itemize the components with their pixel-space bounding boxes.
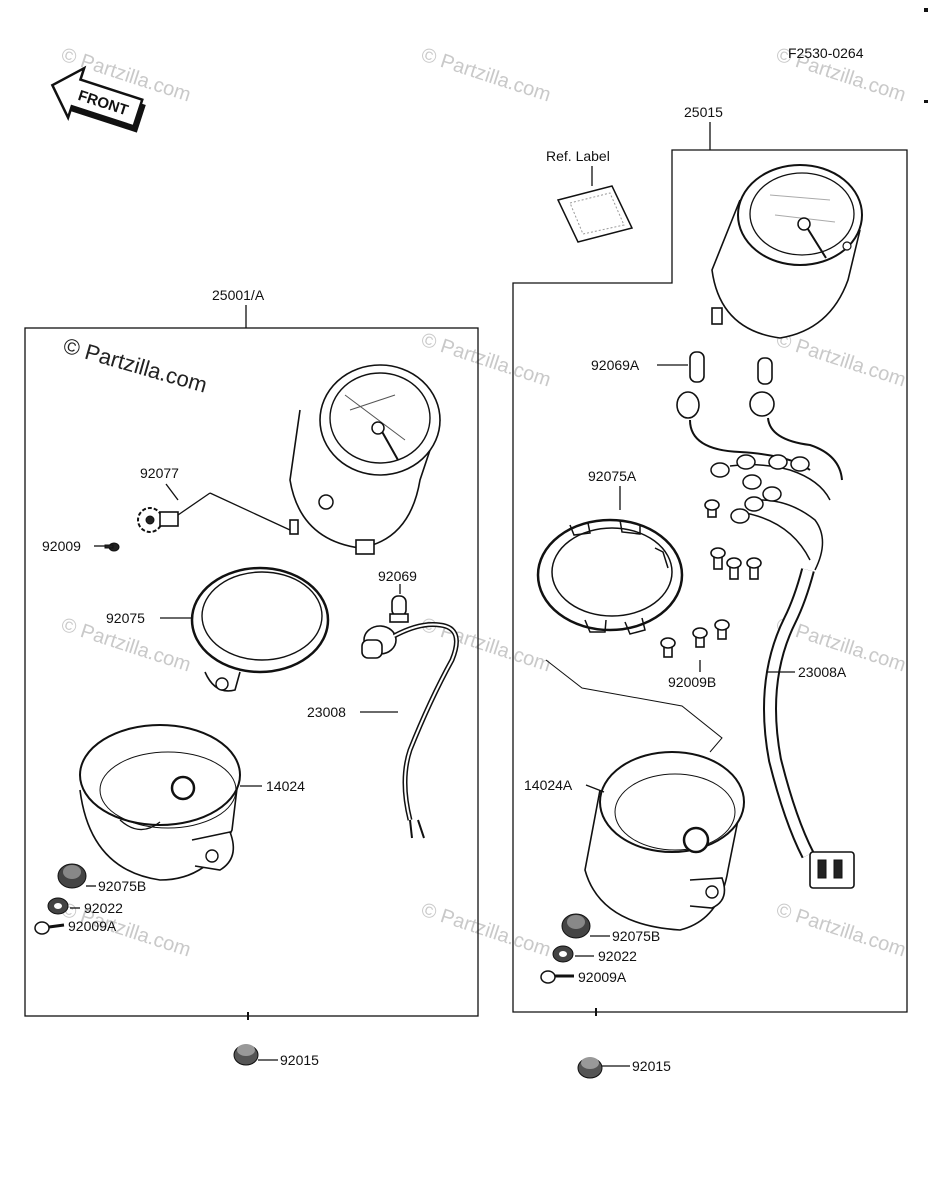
part-label-92075A: 92075A xyxy=(588,468,637,484)
corner-mark xyxy=(924,8,928,12)
part-label-23008A: 23008A xyxy=(798,664,847,680)
right-group-frame xyxy=(512,149,908,1013)
watermark: © Partzilla.com xyxy=(418,329,553,392)
screw-part xyxy=(104,542,120,552)
watermark-dark: © Partzilla.com xyxy=(61,333,210,398)
left-group-frame xyxy=(24,327,479,1017)
part-label-23008: 23008 xyxy=(307,704,346,720)
gauge-ring-part xyxy=(536,518,684,635)
grommet-part xyxy=(561,913,591,939)
part-label-92077: 92077 xyxy=(140,465,179,481)
part-label-92075B: 92075B xyxy=(612,928,660,944)
part-label-92015: 92015 xyxy=(632,1058,671,1074)
washer-part xyxy=(47,897,69,915)
ref-label-text: Ref. Label xyxy=(546,148,610,164)
cap-part xyxy=(577,1057,603,1079)
screw-group-part xyxy=(660,499,762,658)
part-label-14024A: 14024A xyxy=(524,777,573,793)
screw-part xyxy=(540,970,574,984)
washer-part xyxy=(552,945,574,963)
part-label-92009A: 92009A xyxy=(578,969,627,985)
watermark: © Partzilla.com xyxy=(418,44,553,107)
grommet-part xyxy=(57,863,87,889)
part-label-92022: 92022 xyxy=(598,948,637,964)
wiring-harness-part xyxy=(676,357,855,889)
meter-case-part xyxy=(584,751,745,931)
watermark: © Partzilla.com xyxy=(773,899,908,962)
part-label-92022: 92022 xyxy=(84,900,123,916)
watermark: © Partzilla.com xyxy=(418,899,553,962)
part-label-92075: 92075 xyxy=(106,610,145,626)
left-assembly: 25001/A 92077 92009 xyxy=(24,287,479,1068)
watermark: © Partzilla.com xyxy=(773,329,908,392)
speedometer-gauge xyxy=(289,364,441,555)
part-label-92069A: 92069A xyxy=(591,357,640,373)
bulb-part xyxy=(389,595,409,623)
screw-part xyxy=(34,921,65,935)
corner-mark xyxy=(924,100,928,103)
part-label-14024: 14024 xyxy=(266,778,305,794)
part-label-92009: 92009 xyxy=(42,538,81,554)
ref-label-sticker xyxy=(556,185,634,243)
drive-gear-part xyxy=(137,507,179,533)
tachometer-gauge xyxy=(711,164,863,339)
diagram-id: F2530-0264 xyxy=(788,45,864,61)
bulb-part xyxy=(689,351,705,383)
left-group-label: 25001/A xyxy=(212,287,265,303)
part-label-92015: 92015 xyxy=(280,1052,319,1068)
part-label-92075B: 92075B xyxy=(98,878,146,894)
meter-case-part xyxy=(79,724,241,881)
right-group-label: 25015 xyxy=(684,104,723,120)
part-label-92069: 92069 xyxy=(378,568,417,584)
front-arrow: FRONT xyxy=(50,65,146,133)
wiring-harness-part xyxy=(361,622,459,839)
part-label-92009B: 92009B xyxy=(668,674,716,690)
cap-part xyxy=(233,1044,259,1066)
right-assembly: 25015 Ref. Label 92069A xyxy=(512,104,908,1079)
part-label-92009A: 92009A xyxy=(68,918,117,934)
gauge-ring-part xyxy=(190,566,330,692)
